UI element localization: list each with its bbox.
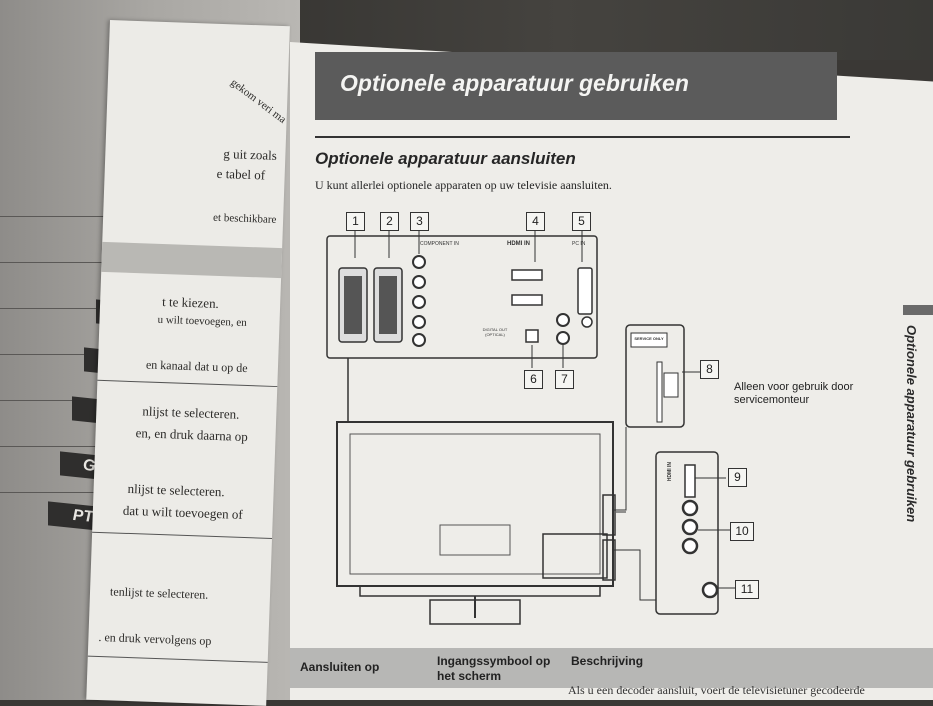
page-rule [0, 446, 180, 447]
hdmi-in-label: HDMI IN [507, 241, 530, 247]
side-hdmi-port [684, 464, 696, 498]
component-jack-l [412, 315, 426, 329]
chapter-title: Optionele apparatuur gebruiken [340, 70, 689, 96]
tv-side-slot [602, 539, 616, 581]
table-header-connect: Aansluiten op [300, 660, 380, 674]
manual-page [290, 42, 933, 700]
section-title: Optionele apparatuur aansluiten [315, 149, 576, 168]
tv-center-panel [439, 524, 511, 556]
hdmi-port-2 [511, 294, 543, 306]
table-header-input-symbol: Ingangssymbool op het scherm [437, 654, 551, 683]
page-rule [0, 216, 180, 217]
callout-3: 3 [410, 212, 429, 231]
side-tab-title: Optionele apparatuur gebruiken [904, 325, 919, 523]
optical-port [525, 329, 539, 343]
table-body-fragment: Als u een decoder aansluit, voert de tel… [568, 683, 865, 697]
callout-5: 5 [572, 212, 591, 231]
tv-side-slot [602, 494, 616, 536]
hdmi-port-1 [511, 269, 543, 281]
callout-11: 11 [735, 580, 759, 599]
section-rule [315, 136, 850, 138]
callout-7: 7 [555, 370, 574, 389]
side-tab-marker [903, 305, 933, 315]
component-jack-y [412, 255, 426, 269]
table-header-description: Beschrijving [571, 654, 644, 668]
rear-panel [326, 235, 598, 359]
tv-stand-base [429, 599, 521, 625]
component-jack-pr [412, 295, 426, 309]
tv-side-block [542, 533, 608, 579]
audio-out-jack [556, 313, 570, 327]
side-audio-jack-l [681, 518, 699, 536]
callout-9: 9 [728, 468, 747, 487]
callout-6: 6 [524, 370, 543, 389]
service-only-label-box [630, 332, 668, 348]
service-note: Alleen voor gebruik door servicemonteur [734, 381, 854, 406]
table-header [290, 648, 933, 688]
pc-vga-port [577, 267, 593, 315]
tv-outline [336, 421, 614, 587]
component-jack-r [412, 333, 426, 347]
side-audio-jack-r [681, 537, 699, 555]
callout-1: 1 [346, 212, 365, 231]
leader-line [612, 549, 656, 601]
service-only-label: SERVICE ONLY [634, 336, 664, 341]
scart-pins [344, 276, 362, 334]
chapter-header-bar [315, 52, 837, 120]
side-hdmi-label: HDMI IN [667, 462, 673, 482]
leader-line [612, 427, 627, 511]
side-input-panel [655, 451, 719, 615]
component-jack-pb [412, 275, 426, 289]
callout-10: 10 [730, 522, 754, 541]
page-rule [0, 308, 180, 309]
callout-8: 8 [700, 360, 719, 379]
audio-out-jack [556, 331, 570, 345]
component-in-label: COMPONENT IN [420, 241, 459, 247]
callout-4: 4 [526, 212, 545, 231]
service-panel [625, 324, 685, 428]
pc-in-label: PC IN [572, 241, 586, 247]
callout-2: 2 [380, 212, 399, 231]
tv-inner-screen [349, 433, 601, 575]
tv-stand [359, 585, 601, 597]
service-card-slot [656, 361, 663, 423]
page-rule [0, 492, 180, 493]
intro-text: U kunt allerlei optionele apparaten op u… [315, 178, 612, 192]
pc-audio-jack [581, 316, 593, 328]
digital-out-label: DIGITAL OUT (OPTICAL) [482, 327, 508, 337]
side-headphone-jack [701, 581, 719, 599]
page-rule [0, 262, 180, 263]
side-video-jack [681, 499, 699, 517]
scart-pins [379, 276, 397, 334]
service-usb-port [663, 372, 679, 398]
